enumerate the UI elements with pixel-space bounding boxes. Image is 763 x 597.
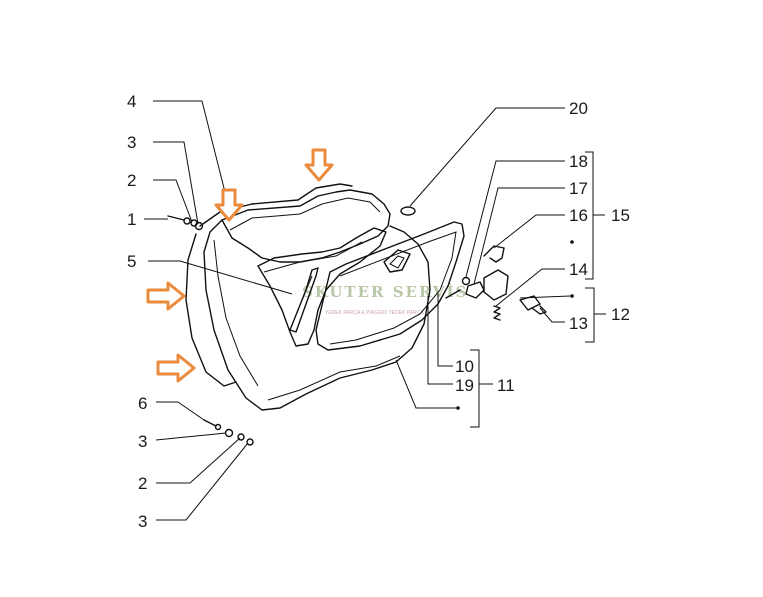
pin-10 — [445, 289, 461, 299]
callout-1: 1 — [127, 210, 136, 229]
callout-15: 15 — [611, 206, 630, 225]
bracket-17 — [465, 281, 485, 299]
callout-11: 11 — [497, 376, 515, 395]
watermark-brand: SKUTER SERVİS — [302, 282, 468, 301]
spring-14 — [493, 305, 501, 321]
callout-5: 5 — [127, 252, 136, 271]
callout-4: 4 — [127, 92, 136, 111]
lock-body — [483, 269, 509, 301]
callout-17: 17 — [569, 179, 588, 198]
callout-10: 10 — [455, 357, 474, 376]
nut-3-top — [194, 221, 204, 231]
orange-arrow-right-icon — [146, 281, 186, 311]
lid — [315, 221, 465, 351]
callout-20: 20 — [569, 99, 588, 118]
callout-3-top: 3 — [127, 133, 136, 152]
callout-14: 14 — [569, 260, 588, 279]
callout-3-mid: 3 — [138, 432, 147, 451]
screw-1 — [167, 215, 191, 225]
nut-3-bot — [246, 438, 254, 446]
callout-18: 18 — [569, 152, 588, 171]
callout-19: 19 — [455, 376, 474, 395]
grommet-20 — [400, 206, 416, 216]
seal-gasket — [185, 183, 353, 387]
callout-3-bottom: 3 — [138, 512, 147, 531]
spring-clip-16 — [483, 245, 505, 263]
callout-16: 16 — [569, 206, 588, 225]
nut-3-mid — [224, 428, 234, 438]
orange-arrow-down-icon — [214, 188, 244, 222]
callout-labels: 4 3 2 1 5 6 3 2 3 20 18 17 16 15 14 12 1… — [127, 92, 630, 531]
callout-13: 13 — [569, 314, 588, 333]
storage-box — [203, 189, 431, 411]
key-13 — [519, 295, 547, 315]
highlight-arrows — [146, 148, 334, 383]
callout-2-top: 2 — [127, 171, 136, 190]
washer-2-bot — [237, 433, 245, 441]
gas-strut — [289, 267, 319, 333]
orange-arrow-right-icon — [156, 353, 196, 383]
leader-lines — [144, 100, 606, 521]
screw-6 — [203, 419, 222, 431]
watermark-tagline: YEDEK PARÇA & PIAGGIO YEDEK PARÇA — [325, 310, 424, 316]
washer-18 — [461, 276, 471, 286]
callout-2-bottom: 2 — [138, 474, 147, 493]
orange-arrow-down-icon — [304, 148, 334, 182]
callout-6: 6 — [138, 394, 147, 413]
callout-12: 12 — [611, 305, 630, 324]
